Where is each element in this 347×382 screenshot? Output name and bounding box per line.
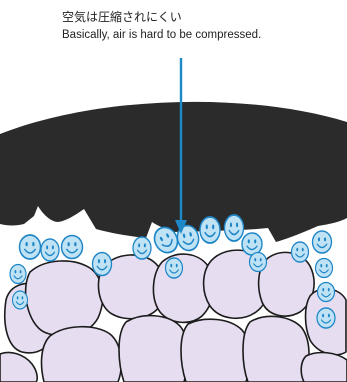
smiley-face-icon [292,242,309,262]
smiley-face-icon [317,308,335,328]
aggregate-stone [243,316,309,382]
smiley-face-icon [93,253,112,276]
smiley-face-icon [166,258,183,278]
smiley-face-icon [13,291,28,309]
smiley-face-icon [62,236,83,259]
aggregate-stone [0,352,37,382]
aggregate-stone [181,319,250,382]
aggregate-stone [301,353,347,382]
aggregate-stone [42,327,122,382]
smiley-face-icon [41,239,59,261]
smiley-face-icon [225,215,244,241]
aggregate-stone [119,316,188,382]
aggregate-stone [26,261,103,336]
smiley-face-icon [318,283,335,302]
smiley-face-icon [250,253,267,272]
tire-tread [0,102,347,242]
smiley-face-icon [313,231,332,253]
smiley-face-icon [200,217,220,243]
smiley-face-icon [242,233,262,255]
smiley-face-icon [10,265,26,284]
smiley-face-icon [133,237,151,259]
smiley-face-icon [316,259,333,278]
smiley-face-icon [20,235,41,259]
